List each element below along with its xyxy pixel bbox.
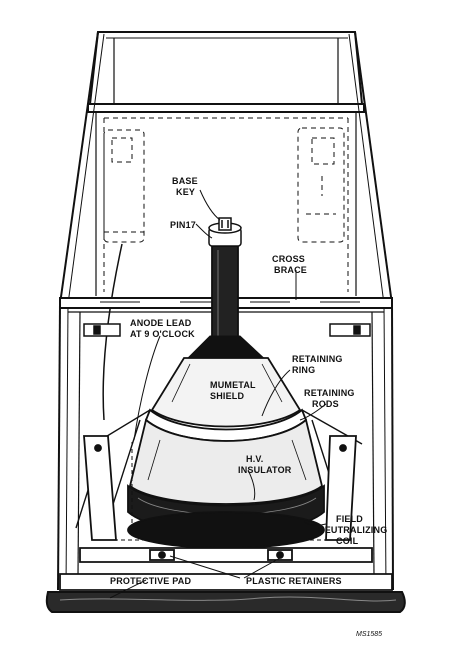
protective-pad [45, 591, 406, 613]
label-retaining-ring-line2: RING [292, 365, 315, 375]
label-hv-insulator-line2: INSULATOR [238, 465, 292, 475]
mumetal-shield [150, 357, 302, 428]
base-hidden-lines [100, 442, 350, 541]
label-retaining-ring-line1: RETAINING [292, 354, 343, 364]
label-hv-insulator-line1: H.V. [246, 454, 263, 464]
hv-insulator [128, 418, 324, 505]
crate-frame [57, 31, 394, 591]
label-mumetal-shield-line1: MUMETAL [210, 380, 256, 390]
label-base-key-line1: BASE [172, 176, 198, 186]
label-anode-lead-line2: AT 9 O'CLOCK [130, 329, 195, 339]
leader-lines [109, 189, 327, 599]
label-field-coil-line1: FIELD [336, 514, 363, 524]
label-anode-lead-line1: ANODE LEAD [130, 318, 192, 328]
label-mumetal-shield-line2: SHIELD [210, 391, 245, 401]
label-plastic-retainers: PLASTIC RETAINERS [246, 576, 342, 586]
crt-neck [211, 245, 239, 343]
label-field-coil-line3: COIL [336, 536, 359, 546]
label-retaining-rods-line2: RODS [312, 399, 339, 409]
label-protective-pad: PROTECTIVE PAD [110, 576, 191, 586]
tube-base [208, 217, 242, 247]
label-base-key-line2: KEY [176, 187, 195, 197]
label-cross-brace-line1: CROSS [272, 254, 305, 264]
figure-tag: MS1585 [356, 631, 382, 638]
label-retaining-rods-line1: RETAINING [304, 388, 355, 398]
label-pin17: PIN17 [170, 220, 196, 230]
field-neutralizing-coil [127, 484, 325, 549]
label-cross-brace-line2: BRACE [274, 265, 307, 275]
side-clamps [83, 323, 371, 337]
label-field-coil-line2: NEUTRALIZING [318, 525, 387, 535]
back-panel-hidden-lines [103, 117, 349, 292]
